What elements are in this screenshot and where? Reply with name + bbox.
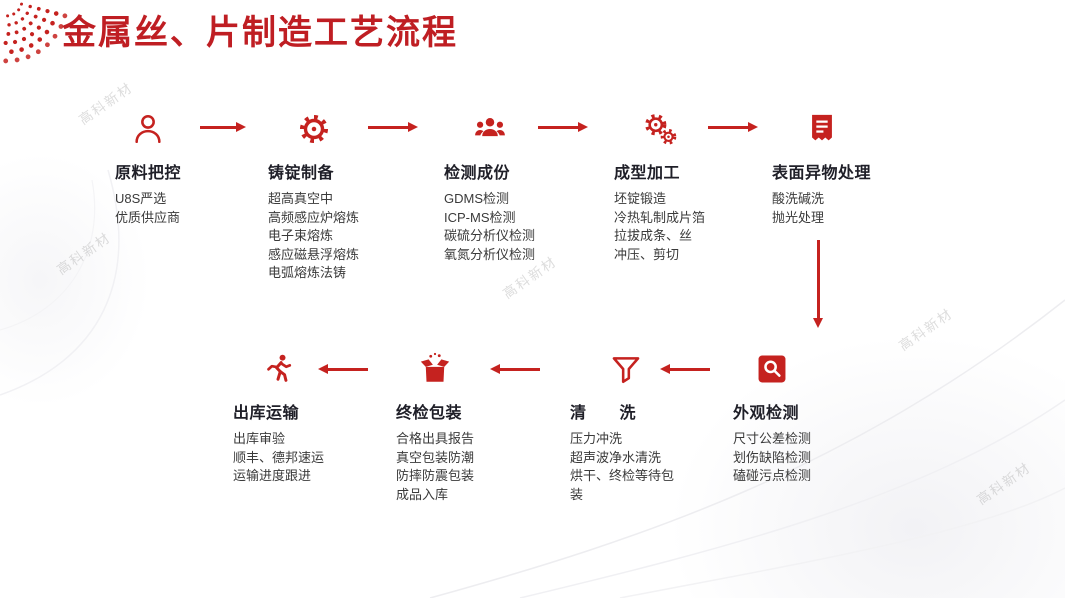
step-title: 检测成份: [444, 165, 511, 182]
receipt-icon: [772, 110, 871, 148]
step-details: U8S严选 优质供应商: [115, 190, 181, 227]
step-detail: 划伤缺陷检测: [733, 449, 812, 465]
open-box-icon: [396, 350, 474, 388]
step-detail: 冷热轧制成片箔: [614, 209, 706, 225]
step-detail: 出库审验: [233, 431, 286, 446]
step-detail: U8S严选: [115, 191, 167, 206]
step-details: 出库审验 顺丰、德邦速运 运输进度跟进: [233, 430, 324, 486]
person-icon: [115, 110, 181, 148]
funnel-icon: [570, 350, 682, 388]
step-details: 尺寸公差检测 划伤缺陷检测 磕碰污点检测: [733, 430, 811, 486]
flow-arrow-right: [368, 126, 408, 129]
step-detail: 冲压、剪切: [614, 246, 680, 262]
team-icon: [444, 110, 535, 148]
magnifier-icon: [733, 350, 811, 388]
runner-icon: [233, 350, 324, 388]
step-detail: 电子束熔炼: [268, 228, 334, 243]
step-detail: 成品入库: [396, 486, 449, 502]
step-detail: 烘干、终检等待包装: [570, 468, 675, 502]
step-detail: 运输进度跟进: [233, 468, 312, 483]
step-detail: 顺丰、德邦速运: [233, 449, 325, 465]
step-detail: 磕碰污点检测: [733, 468, 812, 483]
gear-icon: [268, 110, 359, 148]
step-details: GDMS检测 ICP-MS检测 碳硫分析仪检测 氧氮分析仪检测: [444, 190, 535, 264]
step-detail: 尺寸公差检测: [733, 431, 812, 446]
step-details: 合格出具报告 真空包装防潮 防摔防震包装 成品入库: [396, 430, 474, 504]
step-detail: 防摔防震包装: [396, 468, 475, 483]
step-surface-treatment: 表面异物处理 酸洗碱洗 抛光处理: [772, 110, 871, 227]
step-detail: GDMS检测: [444, 191, 510, 206]
step-ingot-preparation: 铸锭制备 超高真空中 高频感应炉熔炼 电子束熔炼 感应磁悬浮熔炼 电弧熔炼法铸: [268, 110, 359, 283]
step-final-packaging: 终检包装 合格出具报告 真空包装防潮 防摔防震包装 成品入库: [396, 350, 474, 504]
step-details: 酸洗碱洗 抛光处理: [772, 190, 871, 227]
step-detail: 拉拔成条、丝: [614, 228, 693, 243]
step-title: 终检包装: [396, 405, 463, 422]
flow-arrow-left: [328, 368, 368, 371]
step-details: 超高真空中 高频感应炉熔炼 电子束熔炼 感应磁悬浮熔炼 电弧熔炼法铸: [268, 190, 359, 283]
step-composition-testing: 检测成份 GDMS检测 ICP-MS检测 碳硫分析仪检测 氧氮分析仪检测: [444, 110, 535, 264]
step-title: 原料把控: [115, 165, 182, 182]
step-detail: 优质供应商: [115, 209, 181, 225]
step-detail: 真空包装防潮: [396, 449, 475, 465]
step-detail: 坯锭锻造: [614, 191, 667, 206]
step-detail: ICP-MS检测: [444, 209, 516, 225]
step-title: 清 洗: [570, 405, 637, 422]
step-detail: 碳硫分析仪检测: [444, 228, 536, 243]
step-detail: 酸洗碱洗: [772, 191, 825, 206]
page-title: 金属丝、片制造工艺流程: [62, 15, 458, 52]
step-details: 压力冲洗 超声波净水清洗 烘干、终检等待包装: [570, 430, 682, 504]
step-detail: 抛光处理: [772, 209, 825, 225]
step-title: 成型加工: [614, 165, 681, 182]
step-outbound-transport: 出库运输 出库审验 顺丰、德邦速运 运输进度跟进: [233, 350, 324, 486]
step-detail: 超高真空中: [268, 191, 334, 206]
flow-arrow-down: [817, 240, 820, 318]
step-title: 外观检测: [733, 405, 800, 422]
gears-icon: [614, 110, 705, 148]
step-forming-processing: 成型加工 坯锭锻造 冷热轧制成片箔 拉拔成条、丝 冲压、剪切: [614, 110, 705, 264]
step-detail: 压力冲洗: [570, 431, 623, 446]
step-title: 出库运输: [233, 405, 300, 422]
flow-arrow-right: [200, 126, 236, 129]
flow-arrow-left: [670, 368, 710, 371]
step-details: 坯锭锻造 冷热轧制成片箔 拉拔成条、丝 冲压、剪切: [614, 190, 705, 264]
step-detail: 感应磁悬浮熔炼: [268, 246, 360, 262]
step-title: 铸锭制备: [268, 165, 335, 182]
step-detail: 氧氮分析仪检测: [444, 246, 536, 262]
flow-arrow-right: [538, 126, 578, 129]
step-detail: 高频感应炉熔炼: [268, 209, 360, 225]
step-detail: 超声波净水清洗: [570, 449, 662, 465]
step-appearance-inspection: 外观检测 尺寸公差检测 划伤缺陷检测 磕碰污点检测: [733, 350, 811, 486]
step-cleaning: 清 洗 压力冲洗 超声波净水清洗 烘干、终检等待包装: [570, 350, 682, 504]
step-raw-material-control: 原料把控 U8S严选 优质供应商: [115, 110, 181, 227]
step-detail: 电弧熔炼法铸: [268, 265, 347, 280]
corner-dots-decoration-icon: [0, 2, 68, 64]
step-title: 表面异物处理: [772, 165, 872, 182]
flow-arrow-right: [708, 126, 748, 129]
step-detail: 合格出具报告: [396, 431, 475, 446]
flow-arrow-left: [500, 368, 540, 371]
